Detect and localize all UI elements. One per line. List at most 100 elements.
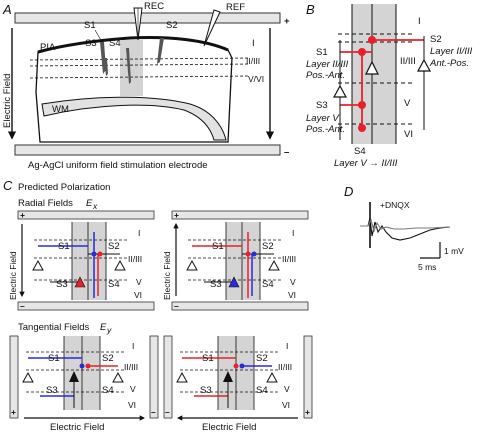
- s3-label-b: S3: [316, 100, 328, 111]
- scale-v-label: 1 mV: [444, 246, 464, 256]
- svg-text:S1: S1: [202, 353, 214, 364]
- panel-label-b: B: [306, 2, 315, 17]
- ref-electrode: [203, 9, 221, 47]
- layer-i-label-a: I: [252, 38, 255, 49]
- s2-label-b: S2: [430, 34, 442, 45]
- svg-text:S1: S1: [48, 353, 60, 364]
- svg-text:S2: S2: [102, 353, 114, 364]
- svg-text:S3: S3: [56, 279, 68, 290]
- dnqx-trace: [360, 218, 451, 233]
- svg-text:S4: S4: [108, 279, 120, 290]
- radial-panel-2: + – Electric Field S1 S2 S3 S4: [162, 210, 309, 311]
- svg-text:II/III: II/III: [282, 254, 296, 264]
- predicted-polarization-title: Predicted Polarization: [18, 182, 110, 193]
- tangential-symbol: E: [100, 322, 107, 333]
- panel-label-c: C: [3, 178, 13, 193]
- tangential-panel-1: + – S1 S2 S3 S4 I II/III V: [9, 335, 159, 432]
- electrode-minus-sign: –: [284, 147, 289, 158]
- panel-label-d: D: [344, 184, 353, 199]
- svg-text:S3: S3: [210, 279, 222, 290]
- neuron-s2-b: [416, 58, 432, 72]
- svg-text:S1: S1: [58, 241, 70, 252]
- stim-electrode-s1: [100, 42, 106, 74]
- radial1-plus: +: [20, 210, 25, 220]
- neuron-s3-b: [332, 84, 348, 98]
- s3-desc1-b: Layer V: [306, 113, 340, 124]
- b-layer-2-3: II/III: [400, 56, 416, 67]
- svg-text:VI: VI: [282, 400, 290, 410]
- svg-text:S3: S3: [200, 385, 212, 396]
- radial-fields-title: Radial Fields: [18, 198, 73, 209]
- svg-text:VI: VI: [288, 290, 296, 300]
- bottom-electrode: [14, 144, 281, 156]
- b-layer-vi: VI: [404, 129, 413, 140]
- stim-electrode-s4: [126, 48, 131, 84]
- s4-desc-b: Layer V → II/III: [334, 158, 398, 169]
- top-electrode: [14, 12, 281, 24]
- radial1-field-label: Electric Field: [8, 251, 18, 300]
- s4-label-b: S4: [354, 146, 366, 157]
- electrode-plus-sign: +: [284, 16, 290, 27]
- svg-text:V: V: [290, 277, 296, 287]
- panel-b: B I II/III V VI S1 Layer II/III Pos.-Ant…: [306, 2, 473, 169]
- svg-text:II/III: II/III: [128, 254, 142, 264]
- panel-c: C Predicted Polarization Radial Fields E…: [3, 178, 313, 432]
- white-matter-band: [41, 96, 227, 141]
- radial2-plus: +: [174, 210, 179, 220]
- svg-text:S2: S2: [108, 241, 120, 252]
- layer-boundary-3: [29, 75, 251, 79]
- wm-label: WM: [52, 104, 69, 115]
- layer-boundary-2: [29, 63, 251, 67]
- radial-symbol: E: [86, 198, 93, 209]
- s1-desc2-b: Pos.-Ant.: [306, 70, 345, 81]
- s2-label-a: S2: [166, 20, 178, 31]
- svg-text:S2: S2: [262, 241, 274, 252]
- svg-text:S4: S4: [262, 279, 274, 290]
- svg-text:S4: S4: [102, 385, 114, 396]
- radial2-minus: –: [174, 301, 179, 311]
- svg-text:V: V: [136, 277, 142, 287]
- s1-desc1-b: Layer II/III: [306, 59, 349, 70]
- svg-text:VI: VI: [134, 290, 142, 300]
- recording-column: [120, 40, 143, 96]
- svg-text:VI: VI: [128, 400, 136, 410]
- svg-text:V: V: [284, 384, 290, 394]
- svg-text:I: I: [138, 228, 140, 238]
- radial-panel-1: + – Electric Field S1 S2 S3 S4: [8, 210, 155, 311]
- ref-label: REF: [226, 2, 245, 13]
- s2-dot-b: [368, 36, 376, 44]
- radial1-minus: –: [20, 301, 25, 311]
- rec-label: REC: [144, 1, 164, 12]
- panel-a: A + – Ag-AgCl uniform field stimulation …: [2, 1, 290, 171]
- panel-d: D +DNQX 1 mV 5 ms: [344, 184, 464, 272]
- svg-text:S2: S2: [256, 353, 268, 364]
- s4-label-a: S4: [109, 38, 121, 49]
- b-layer-v: V: [404, 98, 411, 109]
- s3-dot-b: [358, 101, 366, 109]
- svg-text:II/III: II/III: [124, 362, 138, 372]
- b-layer-i: I: [418, 16, 421, 27]
- radial-sub: x: [92, 201, 98, 211]
- panel-label-a: A: [2, 2, 12, 17]
- stim-electrode-s2: [157, 38, 164, 64]
- s1-label-b: S1: [316, 47, 328, 58]
- stim-electrode-s3: [104, 58, 108, 76]
- s4-dot-b: [358, 124, 366, 132]
- scale-t-label: 5 ms: [418, 262, 436, 272]
- s1-label-a: S1: [84, 20, 96, 31]
- tang1-minus: –: [151, 407, 156, 417]
- pia-label: PIA: [40, 42, 56, 53]
- neuron-soma-b: [365, 60, 379, 75]
- tang2-plus: +: [305, 407, 310, 417]
- tangential-panel-2: – + S1 S2 S3 S4 I II/III V: [163, 335, 313, 432]
- svg-text:II/III: II/III: [278, 362, 292, 372]
- s2-desc1-b: Layer II/III: [430, 46, 473, 57]
- electrode-caption: Ag-AgCl uniform field stimulation electr…: [28, 160, 208, 171]
- control-trace: [360, 217, 451, 241]
- s3-desc2-b: Pos.-Ant.: [306, 124, 345, 135]
- s3-label-a: S3: [85, 38, 97, 49]
- svg-text:S4: S4: [256, 385, 268, 396]
- tang1-field-label: Electric Field: [50, 422, 104, 432]
- layer-boundary-1: [29, 57, 251, 61]
